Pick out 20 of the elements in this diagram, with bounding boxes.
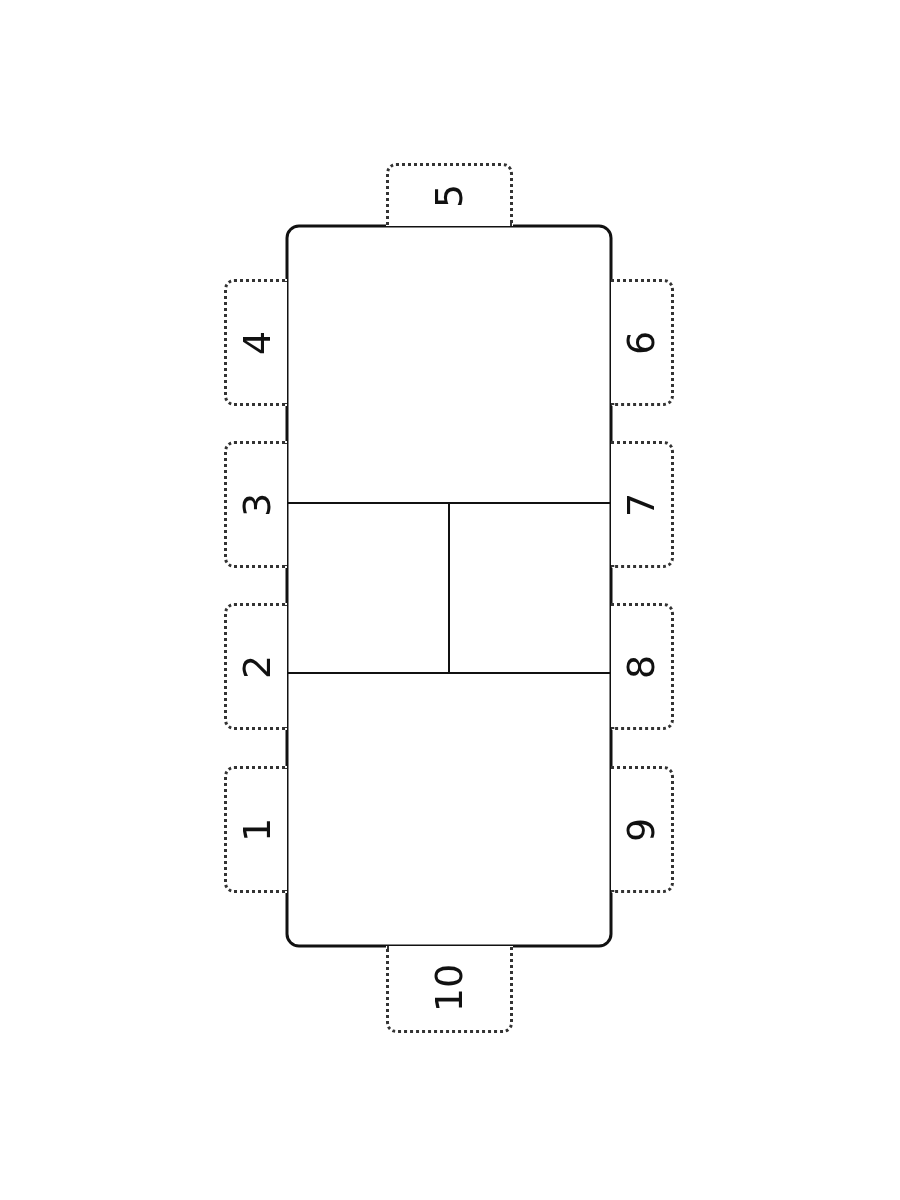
seat-box (224, 766, 287, 893)
seat-number: 4 (238, 330, 276, 355)
seat-box (224, 441, 287, 568)
seat-box (224, 279, 287, 406)
seat-number: 5 (430, 183, 469, 209)
seat-number: 10 (430, 963, 469, 1013)
seat-number: 6 (622, 330, 660, 355)
seat-box (386, 946, 513, 1033)
seat-box (611, 603, 674, 730)
seat-box (611, 766, 674, 893)
seat-number: 7 (622, 492, 660, 517)
seat-number: 2 (238, 654, 276, 679)
seat-number: 3 (238, 492, 276, 517)
seat-box (611, 441, 674, 568)
seat-number: 1 (238, 817, 276, 842)
seat-box (386, 163, 513, 226)
seat-box (611, 279, 674, 406)
seat-number: 9 (622, 817, 660, 842)
seat-number: 8 (622, 654, 660, 679)
seat-box (224, 603, 287, 730)
